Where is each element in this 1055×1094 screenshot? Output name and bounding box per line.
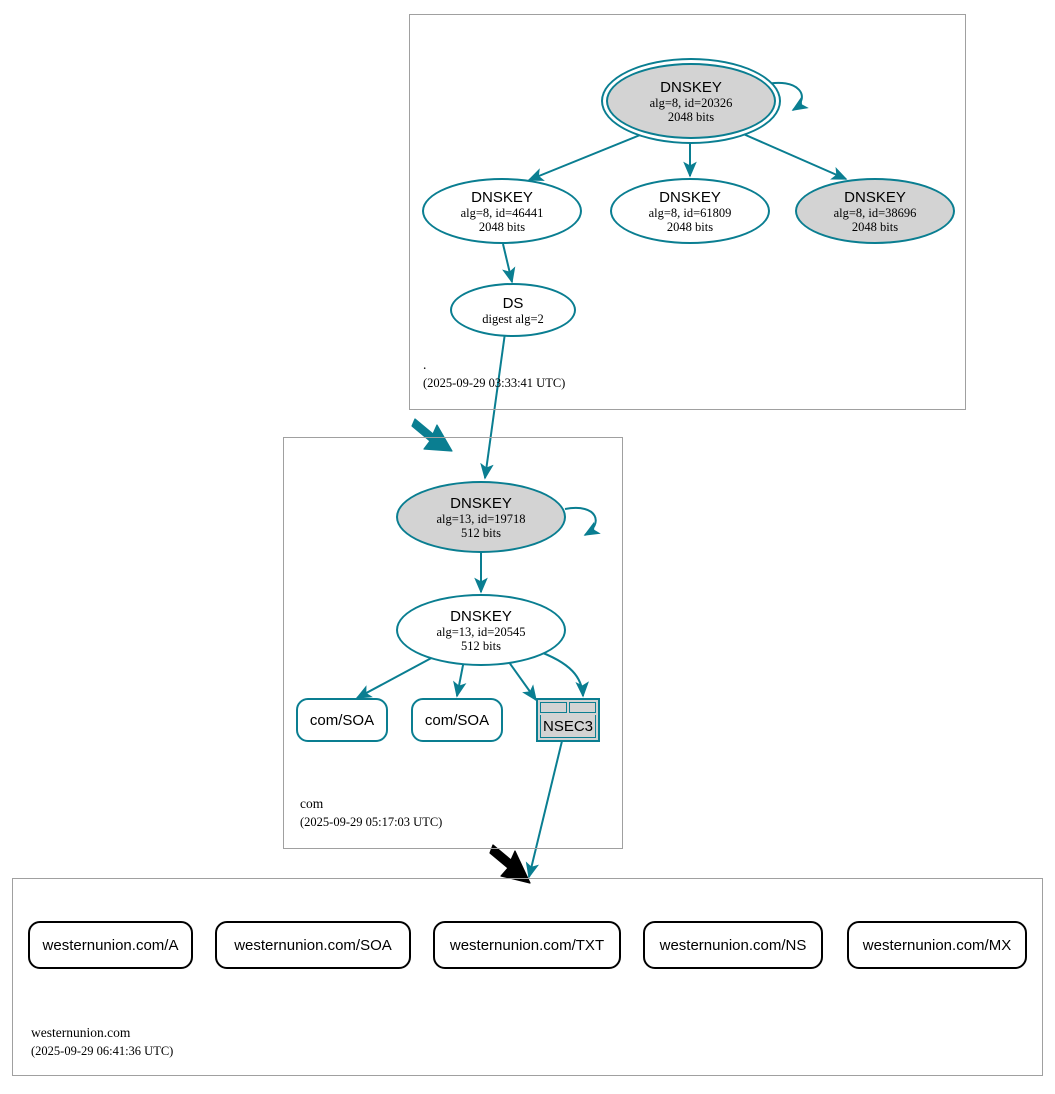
edge-com-ksk-self <box>564 506 601 536</box>
dnskey-size: 2048 bits <box>667 109 715 124</box>
dnskey-size: 2048 bits <box>666 219 714 234</box>
rrset-node-com-soa-1[interactable]: com/SOA <box>296 698 388 742</box>
dnskey-node-root-zsk-61809[interactable]: DNSKEY alg=8, id=61809 2048 bits <box>610 178 770 244</box>
rrset-node-wu-txt[interactable]: westernunion.com/TXT <box>433 921 621 969</box>
dnskey-title: DNSKEY <box>659 188 721 206</box>
dnskey-node-com-ksk[interactable]: DNSKEY alg=13, id=19718 512 bits <box>396 481 566 553</box>
zone-box-com <box>283 437 623 849</box>
edge-46441-to-ds <box>502 243 516 284</box>
ds-title: DS <box>502 294 524 312</box>
dnskey-size: 512 bits <box>461 638 501 653</box>
nsec3-cell <box>569 702 596 713</box>
dnskey-node-root-zsk-38696[interactable]: DNSKEY alg=8, id=38696 2048 bits <box>795 178 955 244</box>
zone-name-com: com <box>300 796 324 811</box>
nsec3-label: NSEC3 <box>542 717 594 735</box>
rrset-node-wu-mx[interactable]: westernunion.com/MX <box>847 921 1027 969</box>
zone-box-root <box>409 14 966 410</box>
dnskey-detail: alg=8, id=20326 <box>649 95 733 110</box>
dnskey-node-root-zsk-46441[interactable]: DNSKEY alg=8, id=46441 2048 bits <box>422 178 582 244</box>
delegation-com-to-westernunion <box>489 844 531 884</box>
dnskey-detail: alg=13, id=19718 <box>436 511 526 526</box>
dnskey-size: 2048 bits <box>478 219 526 234</box>
rrset-node-wu-a[interactable]: westernunion.com/A <box>28 921 193 969</box>
zone-timestamp-westernunion: (2025-09-29 06:41:36 UTC) <box>31 1044 174 1058</box>
rrset-label: westernunion.com/MX <box>862 936 1012 954</box>
nsec3-body: NSEC3 <box>540 715 596 738</box>
zone-name-root: . <box>423 357 427 372</box>
edge-root-ksk-to-38696 <box>740 132 848 180</box>
edge-nsec3-to-westernunion <box>525 740 563 879</box>
rrset-node-wu-soa[interactable]: westernunion.com/SOA <box>215 921 411 969</box>
nsec3-cell <box>540 702 567 713</box>
dnskey-title: DNSKEY <box>660 78 722 96</box>
dnskey-title: DNSKEY <box>471 188 533 206</box>
dnskey-detail: alg=8, id=61809 <box>648 205 732 220</box>
rrset-node-wu-ns[interactable]: westernunion.com/NS <box>643 921 823 969</box>
rrset-label: westernunion.com/SOA <box>234 936 392 954</box>
zone-box-westernunion <box>12 878 1043 1076</box>
rrset-label: westernunion.com/NS <box>659 936 807 954</box>
edge-com-zsk-to-nsec3 <box>505 657 537 702</box>
dnskey-size: 512 bits <box>461 525 501 540</box>
edge-root-ksk-to-46441 <box>527 132 646 181</box>
dnskey-node-root-ksk[interactable]: DNSKEY alg=8, id=20326 2048 bits <box>606 63 776 139</box>
zone-label-root: . (2025-09-29 03:33:41 UTC) <box>423 356 565 392</box>
dnskey-size: 2048 bits <box>851 219 899 234</box>
delegation-root-to-com <box>411 418 453 452</box>
zone-timestamp-root: (2025-09-29 03:33:41 UTC) <box>423 376 566 390</box>
zone-timestamp-com: (2025-09-29 05:17:03 UTC) <box>300 815 443 829</box>
dnskey-title: DNSKEY <box>450 607 512 625</box>
edge-com-zsk-to-soa1 <box>355 654 438 699</box>
edge-ds-to-com-ksk <box>480 332 506 480</box>
rrset-label: westernunion.com/A <box>42 936 179 954</box>
rrset-label: com/SOA <box>309 711 375 729</box>
dnskey-title: DNSKEY <box>450 494 512 512</box>
dnskey-detail: alg=8, id=38696 <box>833 205 917 220</box>
zone-name-westernunion: westernunion.com <box>31 1025 131 1040</box>
dnskey-title: DNSKEY <box>844 188 906 206</box>
edge-com-zsk-to-soa2 <box>453 659 467 698</box>
rrset-label: westernunion.com/TXT <box>449 936 605 954</box>
rrset-node-com-soa-2[interactable]: com/SOA <box>411 698 503 742</box>
rrset-label: com/SOA <box>424 711 490 729</box>
ds-node-root[interactable]: DS digest alg=2 <box>450 283 576 337</box>
zone-label-com: com (2025-09-29 05:17:03 UTC) <box>300 795 442 831</box>
zone-label-westernunion: westernunion.com (2025-09-29 06:41:36 UT… <box>31 1024 173 1060</box>
dnskey-node-com-zsk[interactable]: DNSKEY alg=13, id=20545 512 bits <box>396 594 566 666</box>
edge-root-ksk-self <box>761 81 809 111</box>
nsec3-header-cells <box>540 702 596 713</box>
dnskey-detail: alg=13, id=20545 <box>436 624 526 639</box>
ds-detail: digest alg=2 <box>482 311 544 326</box>
dnskey-detail: alg=8, id=46441 <box>460 205 544 220</box>
nsec3-node-com[interactable]: NSEC3 <box>536 698 600 742</box>
